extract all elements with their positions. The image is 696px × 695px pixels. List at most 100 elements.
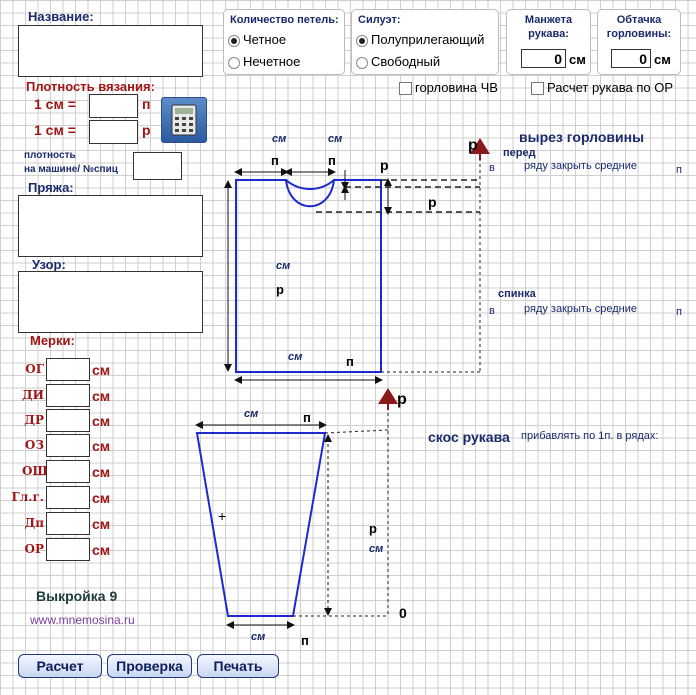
neckline-title: вырез горловины [519,129,645,145]
sleeve-length-cm-label: см [369,543,384,555]
front-close-unit: п [676,164,682,176]
neck-depth-r-label: р [380,157,389,173]
silhouette-panel: Силуэт: Полуприлегающий Свободный [351,9,499,75]
plus-label: + [218,508,227,524]
radio-off-icon[interactable] [228,56,240,69]
site-link[interactable]: www.mnemosina.ru [30,613,135,627]
body-piece-outline [235,179,382,373]
neck-vneck-label: горловина ЧВ [415,80,498,95]
silhouette-semifit-label: Полуприлегающий [371,32,485,47]
measure-glg-label: Гл.г. [11,490,44,504]
neckband-input[interactable]: 0 [611,49,651,68]
radio-on-icon[interactable] [356,34,368,47]
neck-vneck-checkbox[interactable]: горловина ЧВ [399,80,498,96]
sleeve-bottom-cm-label: см [251,631,266,643]
measure-osh-unit: см [92,464,111,480]
measure-osh-label: ОШ [22,464,48,478]
measure-or-unit: см [92,542,111,558]
checkbox-icon[interactable] [399,82,412,96]
measurements-label: Мерки: [30,333,75,348]
title-label: Название: [28,9,94,24]
sleeve-calc-checkbox[interactable]: Расчет рукава по ОР [531,80,674,96]
back-close-unit: п [676,306,682,318]
cuff-title-1: Манжета [524,14,573,26]
front-close-label: ряду закрыть средние [524,160,637,172]
neck-cm-label: см [328,133,343,145]
silhouette-semifit-option[interactable]: Полуприлегающий [356,32,484,47]
measure-osh-input[interactable] [46,460,90,483]
measure-oz-unit: см [92,438,111,454]
stitches-per-cm-input[interactable] [89,94,138,118]
measure-di-label: ДИ [22,388,45,402]
loops-even-option[interactable]: Четное [228,32,286,47]
measure-dp-input[interactable] [46,512,90,535]
shoulder-cm-label: см [272,133,287,145]
density-row2-unit: р [142,122,151,138]
neck-p-label: п [328,153,336,168]
check-button[interactable]: Проверка [107,654,192,678]
neckband-title-2: горловины: [606,28,672,40]
sleeve-slope-title: скос рукава [428,429,510,445]
cuff-input[interactable]: 0 [521,49,566,68]
sleeve-top-p-label: п [303,410,311,425]
calculate-button[interactable]: Расчет [18,654,102,678]
density-row1-unit: п [142,96,151,112]
measure-di-input[interactable] [46,384,90,407]
measure-oz-input[interactable] [46,434,90,457]
rows-per-cm-input[interactable] [89,120,138,144]
shoulder-p-label: п [271,153,279,168]
radio-on-icon[interactable] [228,34,240,47]
silhouette-loose-label: Свободный [371,54,441,69]
sleeve-piece-outline [195,432,327,617]
title-input[interactable] [18,25,203,77]
machine-density-label-2: на машине/ №спиц [24,164,118,175]
measure-og-input[interactable] [46,358,90,381]
density-label: Плотность вязания: [26,79,155,94]
back-close-label: ряду закрыть средние [524,303,637,315]
pattern-input[interactable] [18,271,203,333]
neckline-r-label: р [468,137,478,154]
measure-og-label: ОГ [25,362,44,376]
measure-dr-unit: см [92,413,111,429]
checkbox-icon[interactable] [531,82,544,96]
cuff-title-2: рукава: [528,28,569,40]
cuff-panel: Манжета рукава: 0 см [506,9,591,75]
density-row2-label: 1 см = [34,122,76,138]
measure-or-label: ОР [24,542,44,556]
front-label: перед [503,147,536,159]
silhouette-loose-option[interactable]: Свободный [356,54,440,69]
machine-density-input[interactable] [133,152,182,180]
width-p-label: п [346,354,354,369]
sleeve-bottom-p-label: п [301,633,309,648]
yarn-input[interactable] [18,195,203,257]
measure-or-input[interactable] [46,538,90,561]
radio-off-icon[interactable] [356,56,368,69]
length-cm-label: см [276,260,291,272]
pattern-label: Узор: [32,257,66,272]
width-cm-label: см [288,351,303,363]
measure-dr-input[interactable] [46,409,90,432]
loops-even-label: Четное [243,32,287,47]
loops-odd-option[interactable]: Нечетное [228,54,300,69]
neckband-unit: см [654,52,671,67]
sleeve-length-r-label: р [369,521,377,536]
sleeve-zero-label: 0 [399,605,407,621]
sleeve-calc-label: Расчет рукава по ОР [547,80,674,95]
machine-density-label-1: плотность [24,150,76,161]
yarn-label: Пряжа: [28,180,74,195]
measure-oz-label: ОЗ [24,438,44,452]
calculator-icon[interactable] [161,97,207,143]
measure-dp-label: Дп [24,516,44,530]
print-button[interactable]: Печать [197,654,279,678]
measure-og-unit: см [92,362,111,378]
density-row1-label: 1 см = [34,96,76,112]
back-neck-curve [285,179,335,190]
sleeve-r-label: р [397,391,407,408]
loops-odd-label: Нечетное [243,54,301,69]
loops-panel: Количество петель: Четное Нечетное [223,9,345,75]
length-r-label: р [276,282,284,297]
back-in-label: в [489,305,495,317]
neck-rows-r-label: р [428,194,437,210]
back-label: спинка [498,288,536,300]
measure-glg-input[interactable] [46,486,90,509]
